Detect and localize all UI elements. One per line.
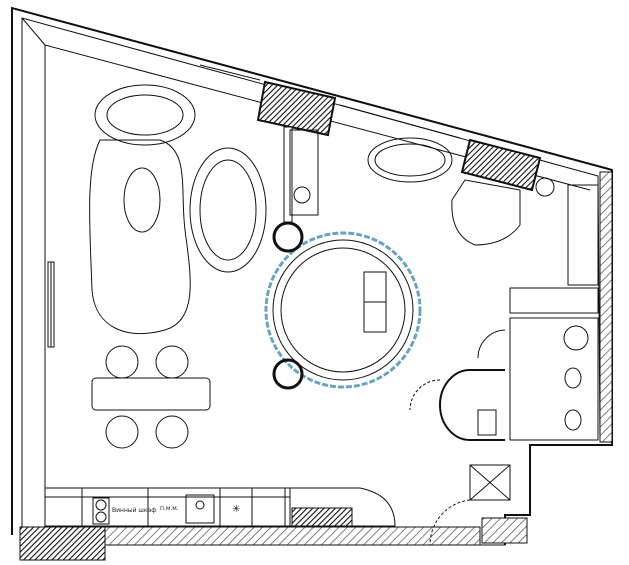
doors [409, 329, 506, 546]
bathtub [367, 137, 453, 183]
dining-table [91, 345, 211, 449]
label-star-symbol: ✳ [232, 504, 240, 515]
lounge-sofa [89, 84, 267, 335]
round-bed [264, 221, 422, 390]
wardrobe-hangers [291, 507, 353, 527]
kitchen-counter [44, 487, 396, 527]
bathroom [439, 317, 599, 501]
window-left [47, 261, 55, 348]
label-wine-cabinet: Винный шкаф [112, 507, 156, 514]
label-dishwasher: п.м.м. [160, 505, 179, 512]
window-top [199, 64, 461, 139]
exterior-walls [11, 6, 613, 561]
desk-unit [256, 80, 337, 223]
wardrobe-unit [451, 138, 599, 314]
